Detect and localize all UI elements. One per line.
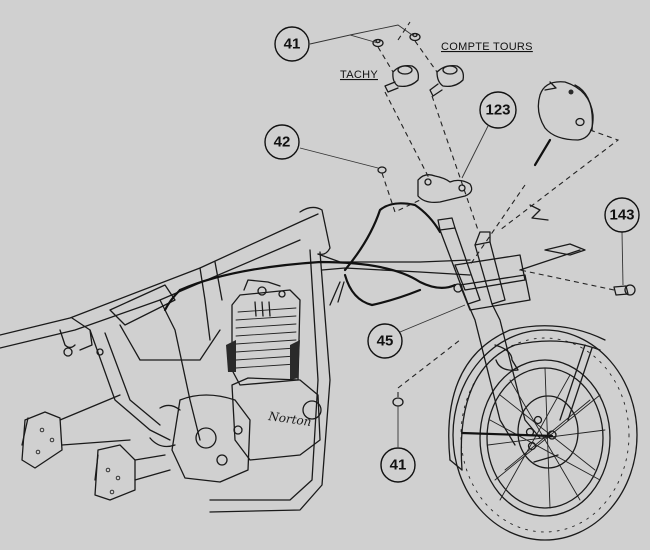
headlamp-bolt	[519, 269, 636, 296]
callout-42-leader	[299, 147, 379, 169]
frame	[0, 206, 471, 513]
headlamp	[469, 81, 620, 266]
callout-42-number: 42	[274, 134, 291, 151]
cooling-fins	[235, 307, 297, 369]
callout-123-leader	[461, 125, 489, 179]
callout-41-top-number: 41	[284, 36, 301, 53]
callout-45-number: 45	[377, 333, 394, 350]
callout-41-bottom-number: 41	[390, 457, 407, 474]
callout-45-leader	[399, 304, 466, 333]
instruments	[372, 21, 479, 231]
callout-45: 45	[367, 323, 403, 359]
callout-143-leader	[621, 231, 624, 286]
lower-nut	[392, 397, 404, 407]
engine-brand-script: Norton	[267, 409, 313, 429]
callout-143: 143	[604, 197, 640, 233]
callout-123-number: 123	[485, 102, 510, 119]
callout-42: 42	[264, 124, 300, 160]
wheel-spokes	[487, 367, 606, 509]
lower-nut-assembly-line	[397, 339, 461, 397]
cables	[163, 202, 457, 312]
callout-41-top: 41	[274, 26, 310, 62]
caption-tachy: TACHY	[340, 69, 378, 81]
engine: Norton	[149, 279, 322, 483]
footrest-plates	[21, 394, 171, 501]
callout-41-top-leader	[309, 24, 416, 45]
front-forks	[437, 204, 586, 446]
rear-subframe	[59, 329, 104, 357]
caption-compte-tours: COMPTE TOURS	[441, 41, 533, 53]
callout-123: 123	[479, 91, 517, 129]
front-wheel	[448, 325, 638, 541]
callout-143-number: 143	[609, 207, 634, 224]
callout-41-bottom: 41	[380, 447, 416, 483]
